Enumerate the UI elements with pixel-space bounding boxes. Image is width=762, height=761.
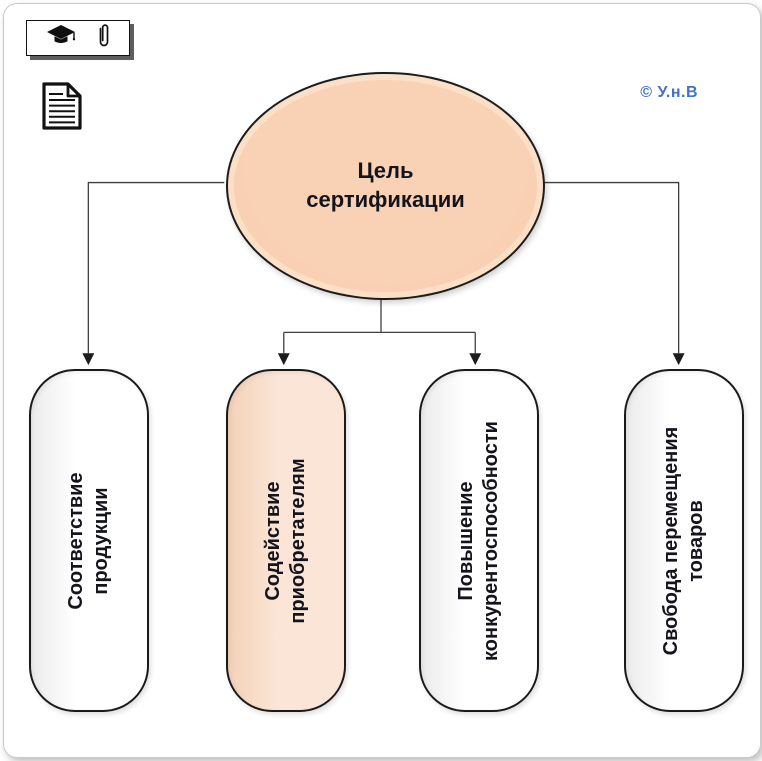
node-label: Свобода перемещения товаров — [660, 426, 707, 655]
arrowhead-icon — [82, 353, 95, 366]
toolbar-icon-box — [26, 20, 130, 56]
arrowhead-icon — [672, 353, 685, 366]
diagram-node: Содействие приобретателям — [226, 369, 346, 712]
copyright-text: © У.н.В — [640, 84, 698, 101]
slide-canvas: © У.н.В Цель сертификации Соответствие п… — [3, 3, 761, 758]
node-label: Соответствие продукции — [65, 471, 112, 610]
diagram-node: Свобода перемещения товаров — [624, 369, 744, 712]
diagram-node: Соответствие продукции — [29, 369, 149, 712]
diagram-node: Повышение конкурентоспособности — [419, 369, 539, 712]
node-label: Повышение конкурентоспособности — [455, 420, 502, 661]
document-icon — [38, 80, 86, 132]
graduation-cap-icon — [45, 23, 77, 54]
paperclip-icon — [96, 22, 112, 55]
arrowhead-icon — [469, 353, 482, 366]
node-label: Содействие приобретателям — [262, 457, 309, 624]
root-node-label: Цель сертификации — [306, 158, 465, 212]
arrowhead-icon — [277, 353, 290, 366]
diagram-root-node: Цель сертификации — [226, 72, 545, 300]
